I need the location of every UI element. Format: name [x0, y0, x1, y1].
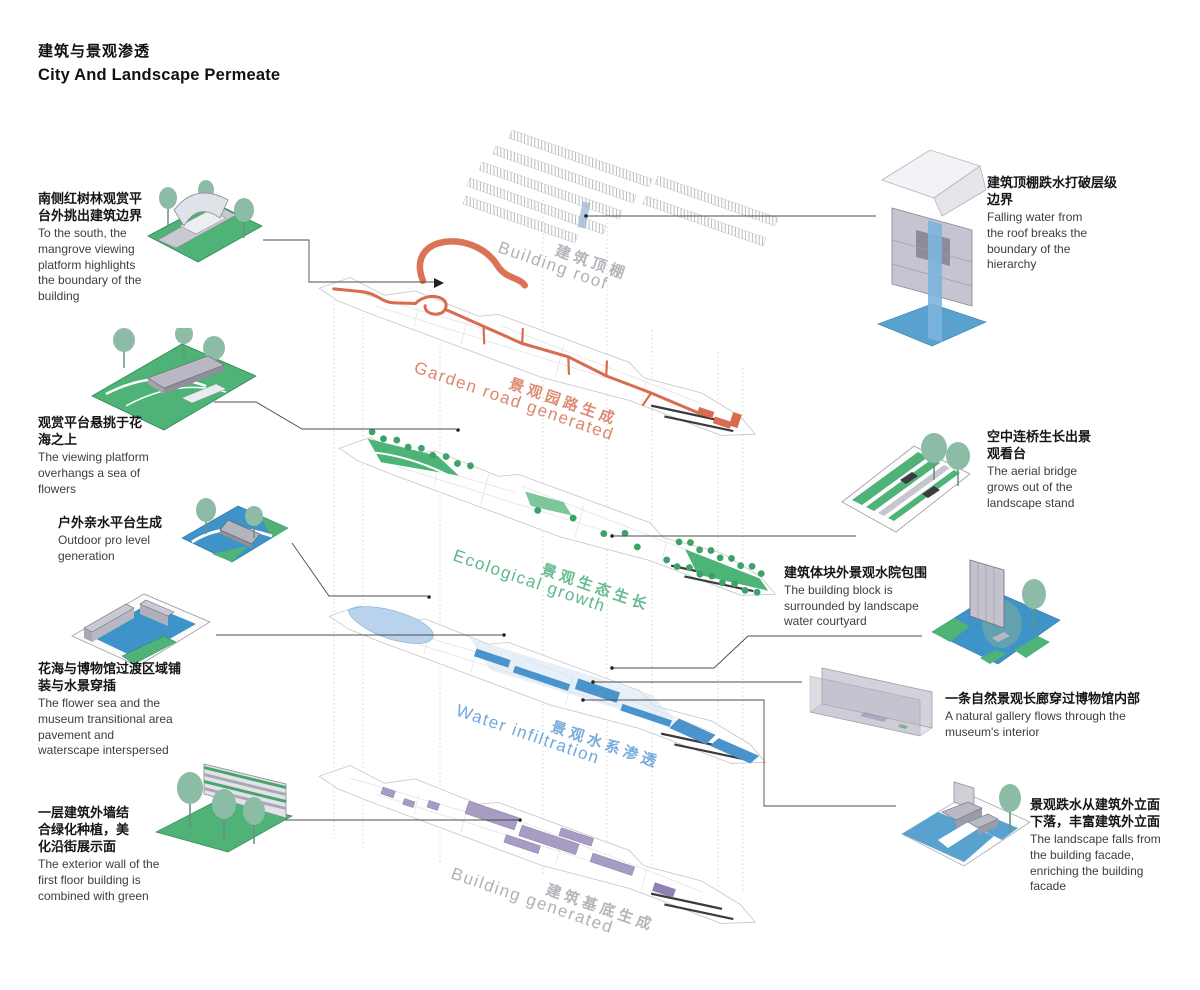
annotation-mangrove-platform: 南侧红树林观赏平台外挑出建筑边界 To the south, the mangr…: [38, 190, 146, 304]
tree-icon: [921, 433, 970, 486]
gallery-channel-axon: [809, 667, 933, 737]
annotation-mangrove-platform-zh: 南侧红树林观赏平台外挑出建筑边界: [38, 191, 143, 224]
annotation-aerial-bridge: 空中连桥生长出景观看台 The aerial bridge grows out …: [987, 428, 1101, 511]
transition-pool-axon: [71, 593, 211, 667]
leader-lines: [214, 214, 922, 822]
annotation-outdoor-water-platform-zh: 户外亲水平台生成: [58, 515, 163, 530]
annotation-green-exterior-wall: 一层建筑外墙结合绿化种植，美化沿街展示面 The exterior wall o…: [38, 804, 170, 904]
mangrove-platform-axon: [147, 180, 263, 263]
tree-icon: [368, 428, 765, 596]
flower-sea-platform-axon: [91, 328, 257, 431]
annotation-water-courtyard-zh: 建筑体块外景观水院包围: [784, 565, 928, 580]
layer-building-base: [313, 744, 767, 937]
green-wall-axon: [155, 763, 293, 853]
annotation-outdoor-water-platform: 户外亲水平台生成 Outdoor pro level generation: [58, 514, 162, 564]
annotation-aerial-bridge-zh: 空中连桥生长出景观看台: [987, 429, 1092, 462]
water-courtyard-axon: [931, 559, 1061, 665]
layer-garden-road: [313, 238, 767, 449]
tree-icon: [196, 498, 263, 538]
annotation-outdoor-water-platform-en: Outdoor pro level generation: [58, 533, 151, 563]
annotation-green-exterior-wall-en: The exterior wall of the first floor bui…: [38, 857, 160, 903]
layer-water: [323, 584, 777, 777]
annotation-water-courtyard-en: The building block is surrounded by land…: [784, 583, 919, 629]
annotation-flower-sea-transition: 花海与博物馆过渡区域铺装与水景穿插 The flower sea and the…: [38, 660, 188, 759]
annotation-facade-falling-water: 景观跌水从建筑外立面下落，丰富建筑外立面 The landscape falls…: [1030, 796, 1172, 895]
tree-icon: [999, 784, 1021, 832]
annotation-roof-falling-water-zh: 建筑顶棚跌水打破层级边界: [987, 175, 1118, 208]
annotation-viewing-platform-zh: 观赏平台悬挑于花海之上: [38, 415, 143, 448]
annotation-roof-falling-water-en: Falling water from the roof breaks the b…: [987, 210, 1088, 272]
annotation-natural-gallery-zh: 一条自然景观长廊穿过博物馆内部: [945, 691, 1141, 706]
annotation-water-courtyard: 建筑体块外景观水院包围 The building block is surrou…: [784, 564, 934, 630]
annotation-flower-sea-transition-zh: 花海与博物馆过渡区域铺装与水景穿插: [38, 661, 182, 694]
annotation-aerial-bridge-en: The aerial bridge grows out of the lands…: [987, 464, 1078, 510]
annotation-flower-sea-transition-en: The flower sea and the museum transition…: [38, 696, 173, 758]
tree-icon: [1022, 579, 1046, 630]
annotation-mangrove-platform-en: To the south, the mangrove viewing platf…: [38, 226, 142, 303]
facade-waterfall-axon: [901, 781, 1031, 867]
annotation-green-exterior-wall-zh: 一层建筑外墙结合绿化种植，美化沿街展示面: [38, 805, 130, 855]
guide-lines: [333, 200, 744, 893]
waterfront-platform-axon: [181, 498, 289, 563]
layer-ecological: [333, 416, 787, 609]
annotation-natural-gallery-en: A natural gallery flows through the muse…: [945, 709, 1126, 739]
tree-icon: [177, 772, 265, 844]
roof-waterfall-axon: [877, 149, 987, 347]
annotation-facade-falling-water-zh: 景观跌水从建筑外立面下落，丰富建筑外立面: [1030, 797, 1161, 830]
bridge-stand-axon: [841, 433, 971, 533]
tree-icon: [113, 328, 225, 376]
annotation-viewing-platform: 观赏平台悬挑于花海之上 The viewing platform overhan…: [38, 414, 158, 497]
annotation-facade-falling-water-en: The landscape falls from the building fa…: [1030, 832, 1161, 894]
page-title: 建筑与景观渗透 City And Landscape Permeate: [38, 40, 280, 85]
layer-building-roof: [462, 129, 779, 247]
title-zh: 建筑与景观渗透: [38, 43, 151, 60]
annotation-roof-falling-water: 建筑顶棚跌水打破层级边界 Falling water from the roof…: [987, 174, 1125, 273]
title-en: City And Landscape Permeate: [38, 66, 281, 84]
annotation-natural-gallery: 一条自然景观长廊穿过博物馆内部 A natural gallery flows …: [945, 690, 1149, 740]
annotation-viewing-platform-en: The viewing platform overhangs a sea of …: [38, 450, 149, 496]
